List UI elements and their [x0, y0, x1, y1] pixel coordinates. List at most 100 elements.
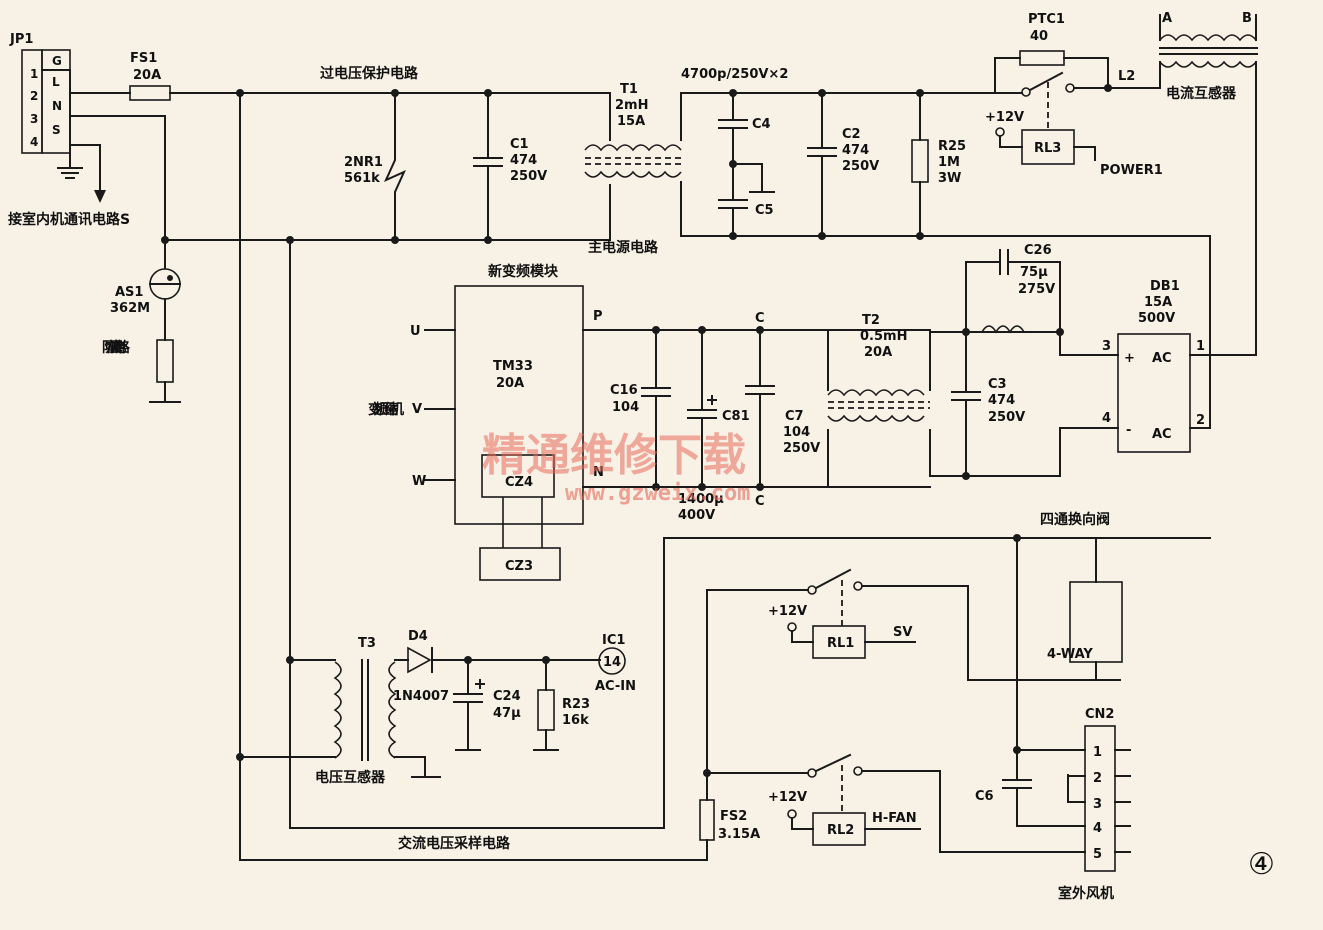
svg-text:104: 104 [612, 400, 639, 415]
svg-text:P: P [593, 309, 603, 324]
wire-ptc1-left [994, 57, 1021, 94]
capacitor-c16 [641, 387, 671, 397]
inductor-l [981, 325, 1025, 334]
wire-rl3-12v [999, 135, 1023, 148]
ic1-pin-14 [598, 647, 626, 675]
bridge-rectifier-db1 [1117, 333, 1191, 453]
jp1-pin-1: 1 [30, 67, 38, 81]
wire-bottom-l [239, 839, 708, 861]
label-overvoltage: 过电压保护电路 [320, 65, 419, 82]
svg-text:20A: 20A [133, 68, 161, 83]
capacitor-c1 [473, 157, 503, 167]
svg-text:1N4007: 1N4007 [393, 689, 449, 704]
svg-text:L2: L2 [1118, 69, 1135, 84]
wire-db1-p3 [1059, 331, 1119, 356]
svg-text:3.15A: 3.15A [718, 827, 760, 842]
thermistor-ptc1 [1019, 50, 1065, 66]
wire-db1-p4 [1059, 427, 1119, 477]
svg-text:20A: 20A [864, 345, 892, 360]
jp1-pin-n: N [52, 99, 62, 113]
jp1-pin-l: L [52, 75, 60, 89]
jp1-pin-s: S [52, 123, 61, 137]
label-new-module: 新变频模块 [488, 263, 559, 280]
rail-n2 [680, 181, 1211, 237]
capacitor-c4 [718, 119, 748, 129]
wire-rl1-out [861, 585, 1121, 681]
fuse-fs1: FS1 20A [129, 51, 171, 101]
relay-contact-rl2-a [807, 768, 817, 778]
jp1-pin-2: 2 [30, 89, 38, 103]
jp1-pin-4: 4 [30, 135, 38, 149]
wire-n [69, 115, 166, 241]
svg-text:4: 4 [1102, 411, 1111, 426]
wire-c26-right [1007, 261, 1061, 333]
capacitor-c7 [745, 385, 775, 395]
svg-text:C2: C2 [842, 127, 861, 142]
wire-t3-gnd [394, 756, 426, 776]
capacitor-c5 [718, 199, 748, 209]
svg-text:2NR1: 2NR1 [344, 155, 383, 170]
svg-text:15A: 15A [1144, 295, 1172, 310]
svg-text:AC-IN: AC-IN [595, 679, 636, 694]
svg-text:IC1: IC1 [602, 633, 625, 648]
svg-text:3W: 3W [938, 171, 961, 186]
connector-cn2 [1084, 725, 1116, 872]
diode-d4 [407, 646, 433, 674]
svg-text:-: - [1126, 423, 1131, 438]
svg-text:FS2: FS2 [720, 809, 747, 824]
svg-text:RL1: RL1 [827, 636, 854, 651]
svg-text:C4: C4 [752, 117, 771, 132]
svg-text:RL3: RL3 [1034, 141, 1061, 156]
svg-text:2: 2 [1196, 413, 1205, 428]
svg-text:40: 40 [1030, 29, 1048, 44]
svg-text:POWER1: POWER1 [1100, 163, 1163, 178]
voltage-transformer-t3 [333, 659, 397, 761]
wire-ground [41, 69, 71, 167]
svg-text:15A: 15A [617, 114, 645, 129]
svg-text:N: N [593, 465, 604, 480]
figure-number: ④ [1248, 847, 1275, 882]
fuse-fs2 [699, 799, 715, 841]
capacitor-c26 [999, 249, 1009, 275]
svg-text:D4: D4 [408, 629, 428, 644]
svg-text:C81: C81 [722, 409, 750, 424]
ground-icon [57, 167, 83, 179]
label-current-transformer: 电流互感器 [1166, 85, 1237, 102]
svg-text:C5: C5 [755, 203, 774, 218]
svg-text:CZ4: CZ4 [505, 475, 533, 490]
svg-text:CN2: CN2 [1085, 707, 1114, 722]
svg-text:C7: C7 [785, 409, 804, 424]
svg-text:+12V: +12V [985, 110, 1024, 125]
resistor-r25 [911, 139, 929, 183]
relay-contact-rl2-b [853, 766, 863, 776]
relay-switch-rl2 [814, 753, 852, 773]
svg-text:AC: AC [1152, 351, 1172, 366]
terminal-12v-rl3 [995, 127, 1005, 137]
terminal-12v-rl1 [787, 622, 797, 632]
svg-text:C: C [755, 311, 765, 326]
svg-text:0.5mH: 0.5mH [860, 329, 907, 344]
svg-text:75μ: 75μ [1020, 265, 1048, 280]
svg-text:W: W [412, 474, 426, 489]
svg-text:561k: 561k [344, 171, 380, 186]
svg-text:14: 14 [603, 655, 621, 670]
svg-text:A: A [1162, 11, 1172, 26]
watermark-url: www.gzweix.com [565, 481, 750, 506]
svg-text:C1: C1 [510, 137, 529, 152]
svg-text:104: 104 [783, 425, 810, 440]
jp1-pin-3: 3 [30, 112, 38, 126]
arrow-down-icon [94, 190, 106, 203]
svg-text:FS1: FS1 [130, 51, 157, 66]
arrester-as1: AS1 362M [110, 268, 181, 316]
svg-text:1400μ: 1400μ [678, 492, 724, 507]
label-ac-sampling: 交流电压采样电路 [398, 835, 511, 852]
current-transformer [1159, 34, 1258, 68]
svg-text:PTC1: PTC1 [1028, 12, 1065, 27]
label-indoor-comm: 接室内机通讯电路S [8, 211, 130, 228]
wire-rl1-12v [791, 630, 814, 643]
svg-text:RL2: RL2 [827, 823, 854, 838]
svg-text:362M: 362M [110, 301, 150, 316]
junction-dots [161, 84, 1112, 777]
svg-text:474: 474 [988, 393, 1015, 408]
